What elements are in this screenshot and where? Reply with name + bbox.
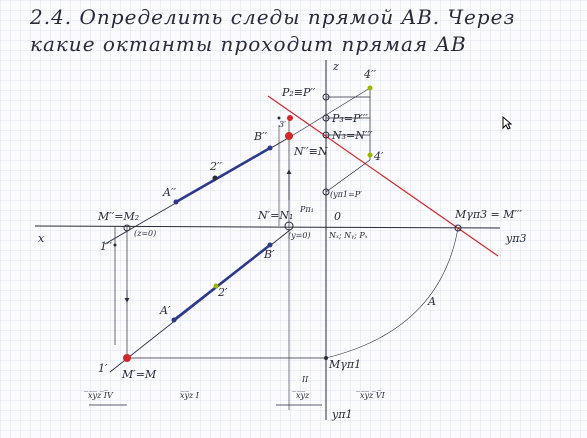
axis-y3-label: yπ3: [505, 232, 526, 245]
label-p1: (yπ1=P′: [330, 190, 362, 199]
label-p2: P₂≡P′′: [281, 86, 316, 99]
label-p3: P₃=P′′′: [331, 112, 368, 125]
label-4-1: 4′: [373, 150, 384, 163]
origin-label: 0: [334, 210, 341, 223]
octant-ii-sign: ̅x̅y̅z: [292, 391, 310, 400]
point-n1: [284, 221, 294, 231]
segment-a2-b2: [175, 146, 271, 204]
mouse-pointer-icon: [502, 116, 512, 130]
point-n3: [322, 131, 330, 139]
label-b1: B′: [263, 248, 275, 261]
label-n1: N′=N₁: [257, 209, 293, 222]
title-line-2: какие октанты проходит прямая AB: [30, 32, 467, 56]
octant-vi: ̅x̅y̅z ̅V̅I: [356, 391, 386, 400]
point-m2: [123, 224, 131, 232]
label-n2: N′′≡N: [293, 145, 328, 158]
label-y0: (y=0): [288, 231, 311, 240]
point-b2: [267, 145, 273, 151]
label-arc: A: [427, 295, 436, 308]
label-b2: B′′: [253, 130, 268, 143]
axis-x-label: x: [38, 232, 45, 245]
octant-ii: II: [301, 375, 309, 384]
label-myp1: Mγπ1: [328, 358, 361, 371]
label-2-2: 2′′: [209, 160, 222, 173]
label-a2: A′′: [162, 186, 176, 199]
point-p: [287, 115, 293, 121]
point-m: [123, 354, 131, 362]
title-line-1: 2.4. Определить следы прямой AB. Через: [29, 5, 515, 29]
segment-a1-b1: [173, 243, 271, 322]
label-1-2: 1′′: [100, 240, 112, 253]
label-2-1: 2′: [217, 286, 228, 299]
profile-trace-line: [267, 95, 499, 257]
point-p1: [322, 188, 330, 196]
octant-iv: ̅x̅y̅z ̅I̅V: [84, 391, 114, 400]
label-z0: (z=0): [134, 229, 156, 238]
x-axis: [34, 225, 501, 229]
label-1-1: 1′: [98, 362, 108, 375]
label-3: 3′: [279, 120, 286, 129]
point-a1: [171, 317, 177, 323]
label-m2: M′′=M₂: [97, 210, 139, 223]
label-4-2: 4′′: [363, 68, 376, 81]
point-4-1: [367, 152, 373, 158]
ext-construction: [289, 87, 371, 138]
label-m1: M′=M: [121, 368, 157, 381]
point-1-2: [113, 243, 117, 247]
point-b1: [267, 242, 273, 248]
transfer-arc: [325, 227, 459, 359]
diag-construction: [325, 159, 371, 193]
octant-i: x̅y̅z I: [180, 391, 200, 400]
point-n: [285, 132, 293, 140]
point-myp1: [324, 356, 328, 360]
label-nx: Nₓ; Nᵧ; Pₓ: [328, 231, 368, 240]
label-a1: A′: [159, 304, 171, 317]
point-a2: [173, 199, 179, 205]
label-m3: Mγπ3 = M′′′: [454, 208, 523, 221]
point-p3: [322, 114, 330, 122]
axis-z-label: z: [332, 60, 339, 73]
label-n3: N₃=N′′′: [331, 129, 373, 142]
label-p-pi1: Pπ₁: [299, 205, 314, 214]
point-m3: [454, 224, 462, 232]
axis-y1-label: yπ1: [331, 408, 352, 421]
point-3: [277, 116, 281, 120]
point-2-2: [212, 175, 218, 181]
point-2-1: [213, 283, 219, 289]
point-4-2: [367, 85, 373, 91]
point-p2: [322, 93, 330, 101]
